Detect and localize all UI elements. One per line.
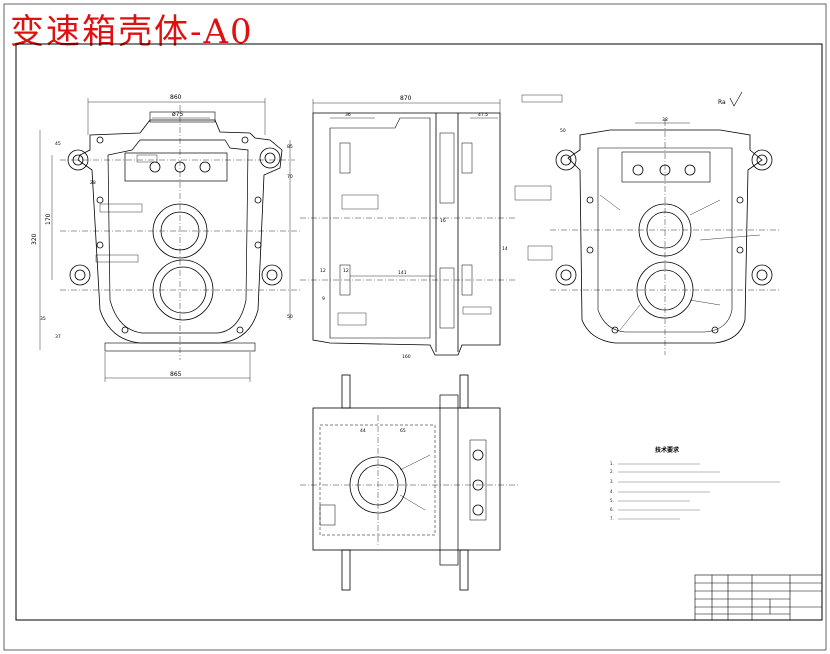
dim-front-bottom: 865 <box>170 371 182 378</box>
top-view-leader2 <box>399 494 426 511</box>
front-view <box>67 111 283 352</box>
side-tolerance-right2 <box>527 245 553 261</box>
dim-front-85: 85 <box>287 144 293 150</box>
side-view <box>312 112 501 356</box>
dim-side-160: 160 <box>402 354 411 360</box>
front-view-centerlines <box>60 105 300 360</box>
top-view-leader <box>399 454 431 471</box>
note-line-3: 3. <box>610 479 614 484</box>
dim-top-44: 44 <box>360 428 366 434</box>
front-view-dimensions <box>39 98 291 382</box>
dim-front-70: 70 <box>287 174 293 180</box>
note-line-1: 1. <box>610 461 614 466</box>
dim-front-50: 50 <box>287 314 293 320</box>
note-line-5: 5. <box>610 498 614 503</box>
note-line-2: 2. <box>610 469 614 474</box>
top-view-centerlines <box>300 415 520 545</box>
dim-side-12b: 12 <box>320 268 326 274</box>
dim-side-141: 141 <box>398 270 407 276</box>
note-line-4: 4. <box>610 489 614 494</box>
side-tolerance-right <box>514 185 552 201</box>
dim-front-width: 860 <box>170 94 182 101</box>
rear-view-leaders <box>599 122 761 331</box>
roughness-mark: Ra <box>718 99 726 106</box>
dim-side-47: 47.5 <box>478 112 488 118</box>
side-tolerance-low <box>462 306 492 315</box>
side-view-centerlines <box>300 217 515 281</box>
note-line-7: 7. <box>610 516 614 521</box>
top-view <box>312 374 501 591</box>
title-block <box>694 574 823 621</box>
dim-side-9: 9 <box>322 296 325 302</box>
sheet-border <box>3 3 827 651</box>
roughness-symbol <box>729 91 743 107</box>
front-tolerance-frames <box>95 154 158 263</box>
dim-front-35: 35 <box>40 316 46 322</box>
dim-side-16: 16 <box>440 218 446 224</box>
dim-side-width: 870 <box>400 95 412 102</box>
dim-front-37: 37 <box>55 334 61 340</box>
dim-side-36: 36 <box>345 112 351 118</box>
dim-front-bore: ø75 <box>172 111 183 118</box>
side-tolerance-left <box>341 194 379 210</box>
dim-side-12: 12 <box>343 268 349 274</box>
rear-view-centerlines <box>550 120 780 355</box>
note-line-6: 6. <box>610 507 614 512</box>
side-tolerance-low2 <box>337 312 367 326</box>
side-tolerance-top <box>521 94 563 103</box>
notes-title: 技术要求 <box>655 446 680 454</box>
dim-top-65: 65 <box>400 428 406 434</box>
dim-right-38: 38 <box>662 117 668 123</box>
drawing-title: 变速箱壳体-A0 <box>10 12 254 52</box>
dim-front-28: 28 <box>90 180 96 186</box>
dim-side-14: 14 <box>502 246 508 252</box>
dim-right-50: 50 <box>560 128 566 134</box>
side-view-dimensions <box>312 99 501 277</box>
dim-front-height: 320 <box>31 233 38 245</box>
technical-notes: 技术要求 1. 2. 3. 4. 5. 6. 7. <box>610 446 780 521</box>
dim-front-45: 45 <box>55 141 61 147</box>
dim-front-170: 170 <box>45 213 52 225</box>
